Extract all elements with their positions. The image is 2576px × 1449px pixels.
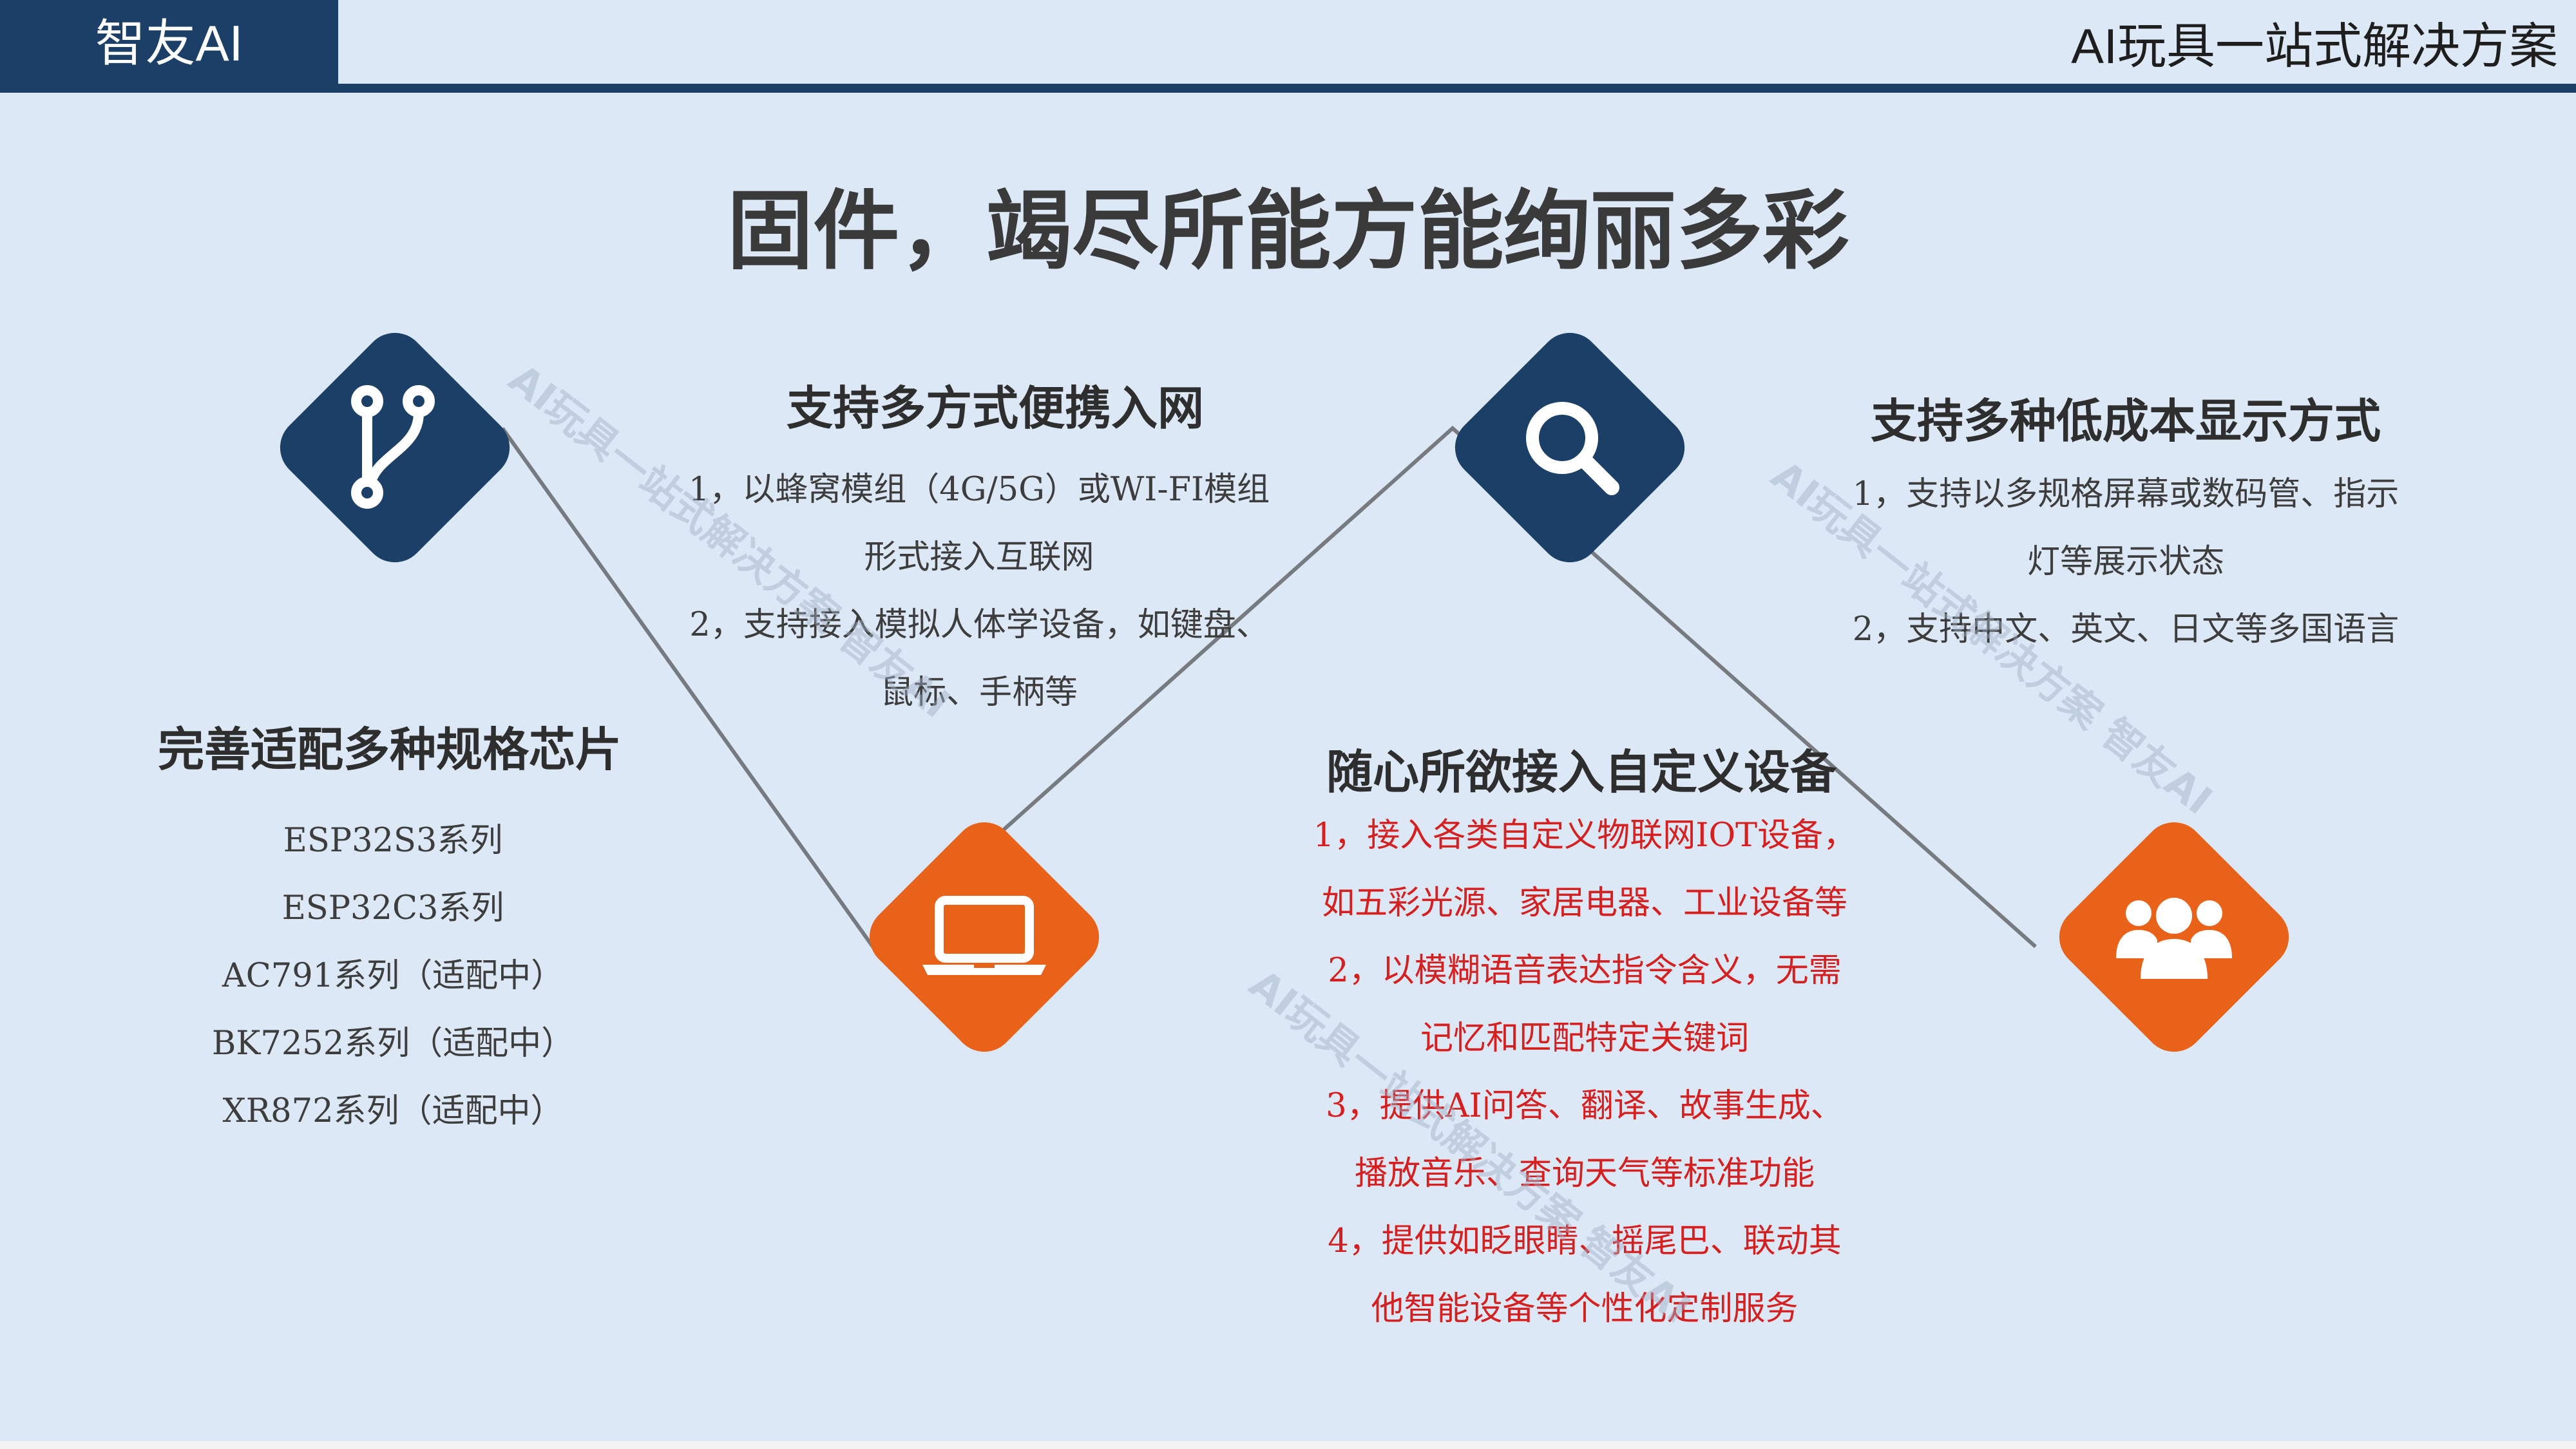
network-line: 鼠标、手柄等 [880,674,1078,712]
laptop-icon [922,896,1046,975]
brand-logo: 智友AI [0,0,338,87]
chip-item: AC791系列（适配中） [222,957,564,995]
display-body: 1，支持以多规格屏幕或数码管、指示 灯等展示状态 2，支持中文、英文、日文等多国… [1804,460,2448,663]
custom-line: 记忆和匹配特定关键词 [1420,1019,1749,1057]
custom-line: 如五彩光源、家居电器、工业设备等 [1321,884,1847,922]
connector-line [501,425,2037,950]
chip-item: ESP32S3系列 [283,822,503,860]
footer-strip [0,1441,2576,1449]
header-bar [0,0,2576,87]
custom-line: 2，以模糊语音表达指令含义，无需 [1328,952,1842,990]
chip-item: BK7252系列（适配中） [211,1025,575,1063]
network-body: 1，以蜂窝模组（4G/5G）或WI-FI模组 形式接入互联网 2，支持接入模拟人… [657,456,1301,726]
search-icon [1526,402,1619,495]
custom-body: 1，接入各类自定义物联网IOT设备， 如五彩光源、家居电器、工业设备等 2，以模… [1263,802,1907,1343]
page-title: 固件，竭尽所能方能绚丽多彩 [727,181,1849,281]
custom-line: 1，接入各类自定义物联网IOT设备， [1313,817,1856,855]
git-branch-icon [351,385,435,509]
custom-line: 播放音乐、查询天气等标准功能 [1354,1155,1815,1193]
network-heading: 支持多方式便携入网 [786,381,1205,435]
chip-item: ESP32C3系列 [281,889,504,927]
network-line: 形式接入互联网 [864,538,1094,576]
chips-heading: 完善适配多种规格芯片 [157,723,622,777]
users-icon [2116,898,2232,979]
network-line: 1，以蜂窝模组（4G/5G）或WI-FI模组 [688,471,1270,509]
display-line: 2，支持中文、英文、日文等多国语言 [1852,611,2399,649]
custom-line: 他智能设备等个性化定制服务 [1371,1290,1798,1328]
display-line: 1，支持以多规格屏幕或数码管、指示 [1852,475,2399,513]
display-heading: 支持多种低成本显示方式 [1870,394,2381,448]
custom-heading: 随心所欲接入自定义设备 [1326,745,1837,799]
custom-line: 4，提供如眨眼睛、摇尾巴、联动其 [1328,1222,1842,1260]
display-line: 灯等展示状态 [2027,543,2224,581]
header-tagline: AI玩具一站式解决方案 [2071,19,2558,74]
network-line: 2，支持接入模拟人体学设备，如键盘、 [689,606,1269,644]
chip-item: XR872系列（适配中） [222,1092,564,1130]
chips-body: ESP32S3系列 ESP32C3系列 AC791系列（适配中） BK7252系… [135,807,651,1145]
custom-line: 3，提供AI问答、翻译、故事生成、 [1326,1087,1844,1125]
header-divider [0,84,2576,93]
